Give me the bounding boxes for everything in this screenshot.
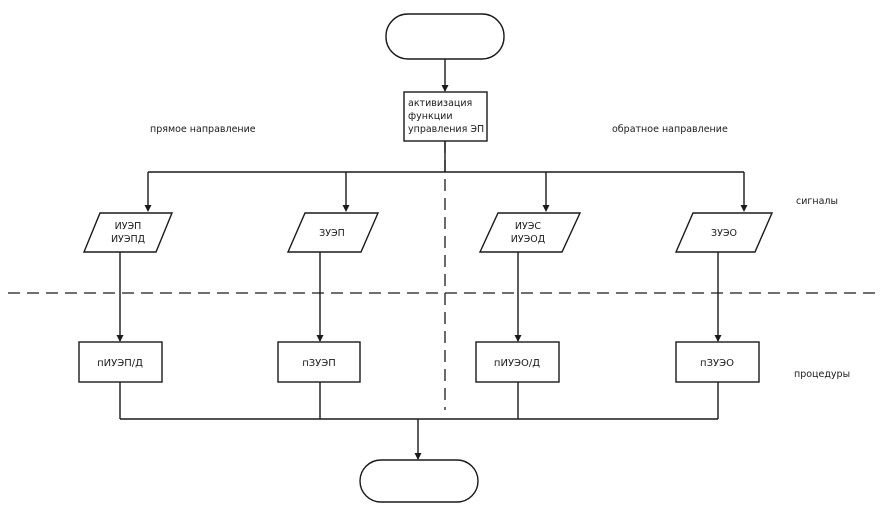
procedures-label: процедуры xyxy=(794,369,850,380)
activation-line-3: управления ЭП xyxy=(408,124,484,135)
procedure-4-label: пЗУЭО xyxy=(700,358,734,369)
procedure-box-2 xyxy=(277,341,361,383)
forward-direction-label: прямое направление xyxy=(150,124,256,135)
procedure-1-label: пИУЭП/Д xyxy=(97,358,143,369)
activation-line-1: активизация xyxy=(408,98,472,109)
signal-3-line-2: ИУЭОД xyxy=(511,234,545,245)
signal-2-line-1: ЗУЭП xyxy=(319,228,345,239)
signal-parallelogram-1 xyxy=(82,212,174,253)
procedure-box-1 xyxy=(78,341,163,383)
procedure-3-label: пИУЭО/Д xyxy=(494,358,540,369)
start-terminator xyxy=(385,13,505,60)
arrowhead xyxy=(144,205,152,212)
arrowhead xyxy=(441,85,449,92)
signal-parallelogram-2 xyxy=(286,212,380,253)
signal-parallelogram-3 xyxy=(478,212,582,253)
procedure-box-3 xyxy=(475,341,560,383)
arrowhead xyxy=(542,205,550,212)
arrowhead xyxy=(342,205,350,212)
signal-1-line-1: ИУЭП xyxy=(115,221,142,232)
signals-label: сигналы xyxy=(796,196,838,207)
reverse-direction-label: обратное направление xyxy=(612,124,728,135)
arrowhead xyxy=(414,453,422,460)
arrowhead xyxy=(514,335,522,342)
signal-parallelogram-4 xyxy=(674,212,774,253)
procedure-2-label: пЗУЭП xyxy=(302,358,336,369)
signal-3-line-1: ИУЭС xyxy=(515,221,542,232)
activation-line-2: функции xyxy=(408,111,453,122)
arrowhead xyxy=(116,335,124,342)
signal-1-line-2: ИУЭПД xyxy=(111,234,145,245)
arrowhead xyxy=(740,205,748,212)
end-terminator xyxy=(359,459,479,503)
arrowhead xyxy=(316,335,324,342)
arrowhead xyxy=(714,335,722,342)
signal-4-line-1: ЗУЭО xyxy=(711,228,737,239)
